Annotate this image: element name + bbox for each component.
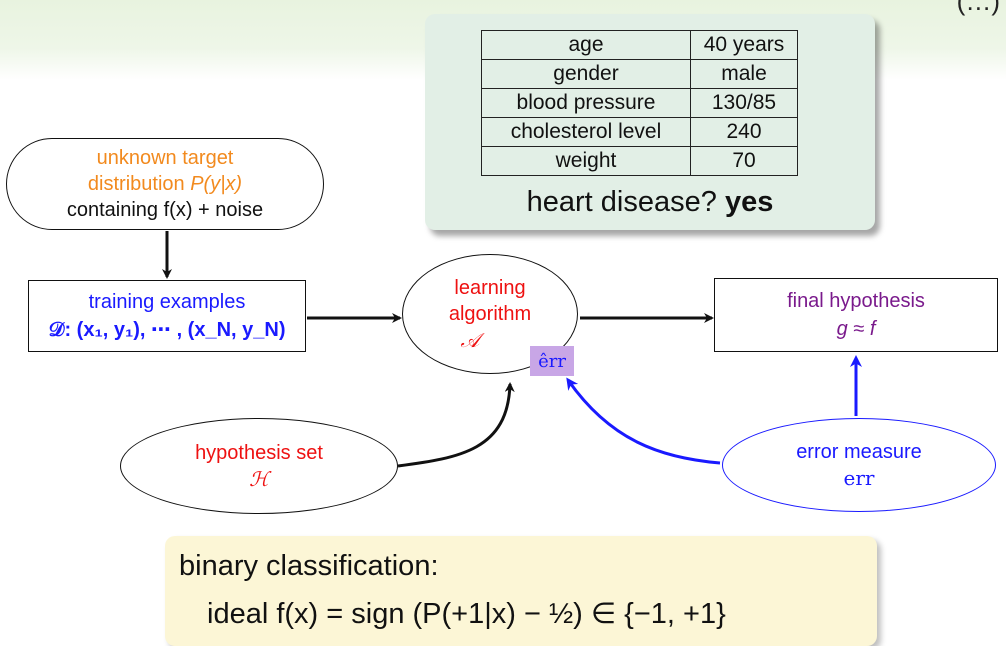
arrows-layer [162, 231, 862, 468]
final-hypothesis-node: final hypothesis g ≈ f [714, 278, 998, 352]
feature-value: 40 years [690, 30, 798, 60]
unknown-target-node: unknown target distribution P(y|x) conta… [6, 138, 324, 230]
corner-text: (…) [956, 0, 1000, 16]
binary-formula: ideal f(x) = sign (P(+1|x) − ½) ∈ {−1, +… [207, 598, 726, 630]
err-hat-badge: êrr [530, 346, 574, 376]
training-examples-node: training examples 𝒟: (x₁, y₁), ⋯ , (x_N,… [28, 280, 306, 352]
feature-key: weight [481, 146, 691, 176]
final-title: final hypothesis [787, 290, 925, 312]
final-formula: g ≈ f [836, 318, 876, 340]
heart-disease-question: heart disease? yes [425, 186, 875, 219]
training-data: 𝒟: (x₁, y₁), ⋯ , (x_N, y_N) [48, 319, 286, 341]
learning-algorithm-node: learning algorithm 𝒜 [402, 254, 578, 374]
error-measure-node: error measure err [722, 418, 996, 512]
feature-value: 130/85 [690, 88, 798, 118]
target-line2-text: distribution [87, 173, 185, 195]
hypothesis-set-node: hypothesis set ℋ [120, 418, 398, 514]
error-title: error measure [796, 441, 922, 463]
error-symbol: err [843, 466, 875, 490]
target-line2-math: P(y|x) [190, 173, 243, 195]
binary-title: binary classification: [179, 550, 439, 582]
hypothesis-symbol: ℋ [249, 467, 269, 491]
target-line3: containing f(x) + noise [66, 199, 264, 221]
arrow-hypothesis-to-learning [397, 382, 515, 468]
binary-classification-box: binary classification: ideal f(x) = sign… [165, 536, 877, 646]
training-title: training examples [88, 291, 246, 313]
learning-symbol: 𝒜 [460, 328, 480, 352]
feature-key: gender [481, 59, 691, 89]
hypothesis-title: hypothesis set [195, 442, 323, 464]
target-line1: unknown target [96, 147, 234, 169]
feature-key: age [481, 30, 691, 60]
feature-key: cholesterol level [481, 117, 691, 147]
learning-line1: learning [454, 277, 526, 299]
answer-text: yes [724, 186, 774, 218]
target-line2: distribution P(y|x) [88, 171, 242, 197]
learning-line2: algorithm [448, 303, 532, 325]
arrow-error-to-learning [566, 377, 721, 465]
question-text: heart disease? [526, 186, 717, 218]
feature-value: 70 [690, 146, 798, 176]
